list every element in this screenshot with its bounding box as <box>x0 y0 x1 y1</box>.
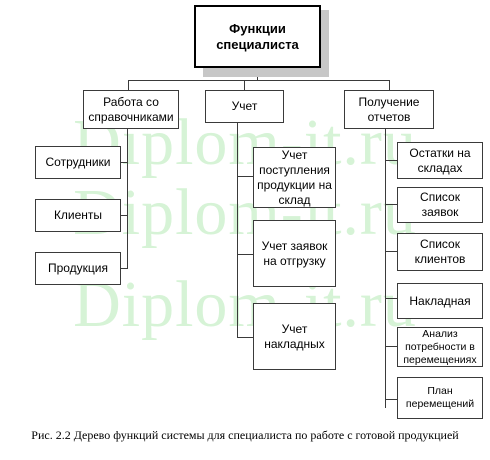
node-orders-list-label: Список заявок <box>420 190 460 219</box>
connector <box>127 129 128 269</box>
node-invoice-label: Накладная <box>409 293 471 308</box>
connector <box>385 251 397 252</box>
node-orders-list: Список заявок <box>397 187 483 223</box>
connector <box>237 176 253 177</box>
connector <box>385 346 397 347</box>
connector <box>128 80 129 90</box>
connector <box>385 399 397 400</box>
connector <box>385 129 386 408</box>
node-orders-accounting-label: Учет заявок на отгрузку <box>261 238 328 268</box>
connector <box>121 215 128 216</box>
connector <box>244 80 245 90</box>
node-transfer-needs-analysis-label: Анализ потребности в перемещениях <box>403 327 477 366</box>
root-node-label: Функции специалиста <box>216 20 299 52</box>
node-invoice: Накладная <box>397 283 483 319</box>
connector <box>385 204 397 205</box>
connector <box>121 268 128 269</box>
branch-reports: Получение отчетов <box>344 90 434 129</box>
connector <box>237 337 253 338</box>
node-invoices-accounting: Учет накладных <box>253 303 336 370</box>
node-clients-label: Клиенты <box>53 208 103 222</box>
connector <box>121 162 128 163</box>
node-stock-balance: Остатки на складах <box>397 142 483 179</box>
node-clients-list-label: Список клиентов <box>414 237 466 266</box>
node-products: Продукция <box>35 252 121 285</box>
branch-directories-label: Работа со справочниками <box>88 94 174 124</box>
node-transfer-needs-analysis: Анализ потребности в перемещениях <box>397 327 483 367</box>
node-stock-balance-label: Остатки на складах <box>409 145 471 175</box>
watermark-line-2: Diplom-it.ru <box>73 176 417 249</box>
connector <box>237 254 253 255</box>
branch-directories: Работа со справочниками <box>83 90 179 129</box>
watermark-line-3: Diplom-it.ru <box>73 268 417 341</box>
connector <box>237 123 238 338</box>
node-clients-list: Список клиентов <box>397 233 483 271</box>
node-invoices-accounting-label: Учет накладных <box>264 321 325 351</box>
branch-accounting: Учет <box>205 90 284 123</box>
node-receipt-accounting: Учет поступления продукции на склад <box>253 147 336 208</box>
connector <box>385 298 397 299</box>
branch-reports-label: Получение отчетов <box>358 94 420 124</box>
node-orders-accounting: Учет заявок на отгрузку <box>253 220 336 287</box>
figure-caption: Рис. 2.2 Дерево функций системы для спец… <box>31 428 459 442</box>
branch-accounting-label: Учет <box>231 99 258 113</box>
node-receipt-accounting-label: Учет поступления продукции на склад <box>257 147 332 207</box>
node-employees: Сотрудники <box>35 146 121 179</box>
root-node: Функции специалиста <box>194 5 321 68</box>
connector <box>389 80 390 90</box>
node-transfer-plan-label: План перемещений <box>405 385 475 410</box>
node-products-label: Продукция <box>47 261 109 275</box>
node-employees-label: Сотрудники <box>45 155 111 169</box>
node-clients: Клиенты <box>35 199 121 232</box>
connector <box>385 160 397 161</box>
connector <box>128 80 390 81</box>
node-transfer-plan: План перемещений <box>397 377 483 419</box>
